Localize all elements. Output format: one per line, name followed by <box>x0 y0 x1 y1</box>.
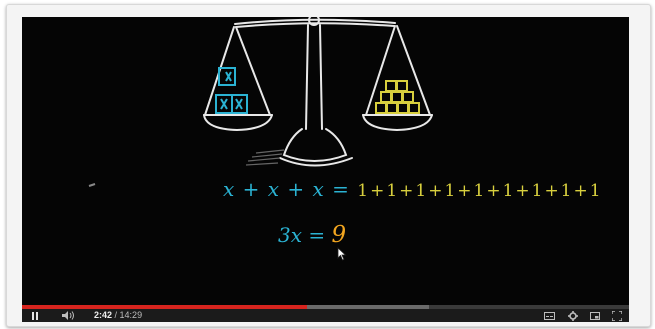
time-display: 2:42 / 14:29 <box>94 309 142 322</box>
current-time: 2:42 <box>94 310 113 320</box>
control-bar: 2:42 / 14:29 <box>22 309 629 322</box>
progress-bar[interactable] <box>22 305 629 309</box>
mouse-cursor-icon <box>337 247 347 261</box>
result-left-side: 3x = <box>278 223 326 247</box>
chalk-mark <box>88 183 96 187</box>
video-player[interactable]: x + x + x = 1+1+1+1+1+1+1+1+1 3x = 9 2:4… <box>22 17 629 322</box>
played-bar <box>22 305 308 309</box>
time-separator: / <box>114 310 120 320</box>
volume-button[interactable] <box>60 309 78 322</box>
equation-left-side: x + x + x = <box>223 177 350 201</box>
pause-icon <box>32 311 38 320</box>
equation-right-side: 1+1+1+1+1+1+1+1+1 <box>357 181 603 201</box>
result-line: 3x = 9 <box>278 222 346 248</box>
volume-icon <box>62 311 74 320</box>
equation-line: x + x + x = 1+1+1+1+1+1+1+1+1 <box>223 177 603 201</box>
pause-button[interactable] <box>28 309 42 322</box>
captions-button[interactable] <box>542 309 556 322</box>
captions-icon <box>543 311 555 320</box>
unit-blocks <box>375 80 420 114</box>
total-time: 14:29 <box>119 310 143 320</box>
gear-icon <box>568 310 578 321</box>
settings-button[interactable] <box>566 309 580 322</box>
fullscreen-button[interactable] <box>610 309 624 322</box>
result-right-side: 9 <box>331 222 347 248</box>
miniplayer-button[interactable] <box>588 309 602 322</box>
x-blocks <box>215 67 248 114</box>
shading-strokes <box>245 149 285 166</box>
balance-scale-drawing <box>203 17 433 167</box>
chalkboard-drawing <box>88 17 433 187</box>
fullscreen-icon <box>612 310 622 321</box>
miniplayer-icon <box>590 311 600 320</box>
